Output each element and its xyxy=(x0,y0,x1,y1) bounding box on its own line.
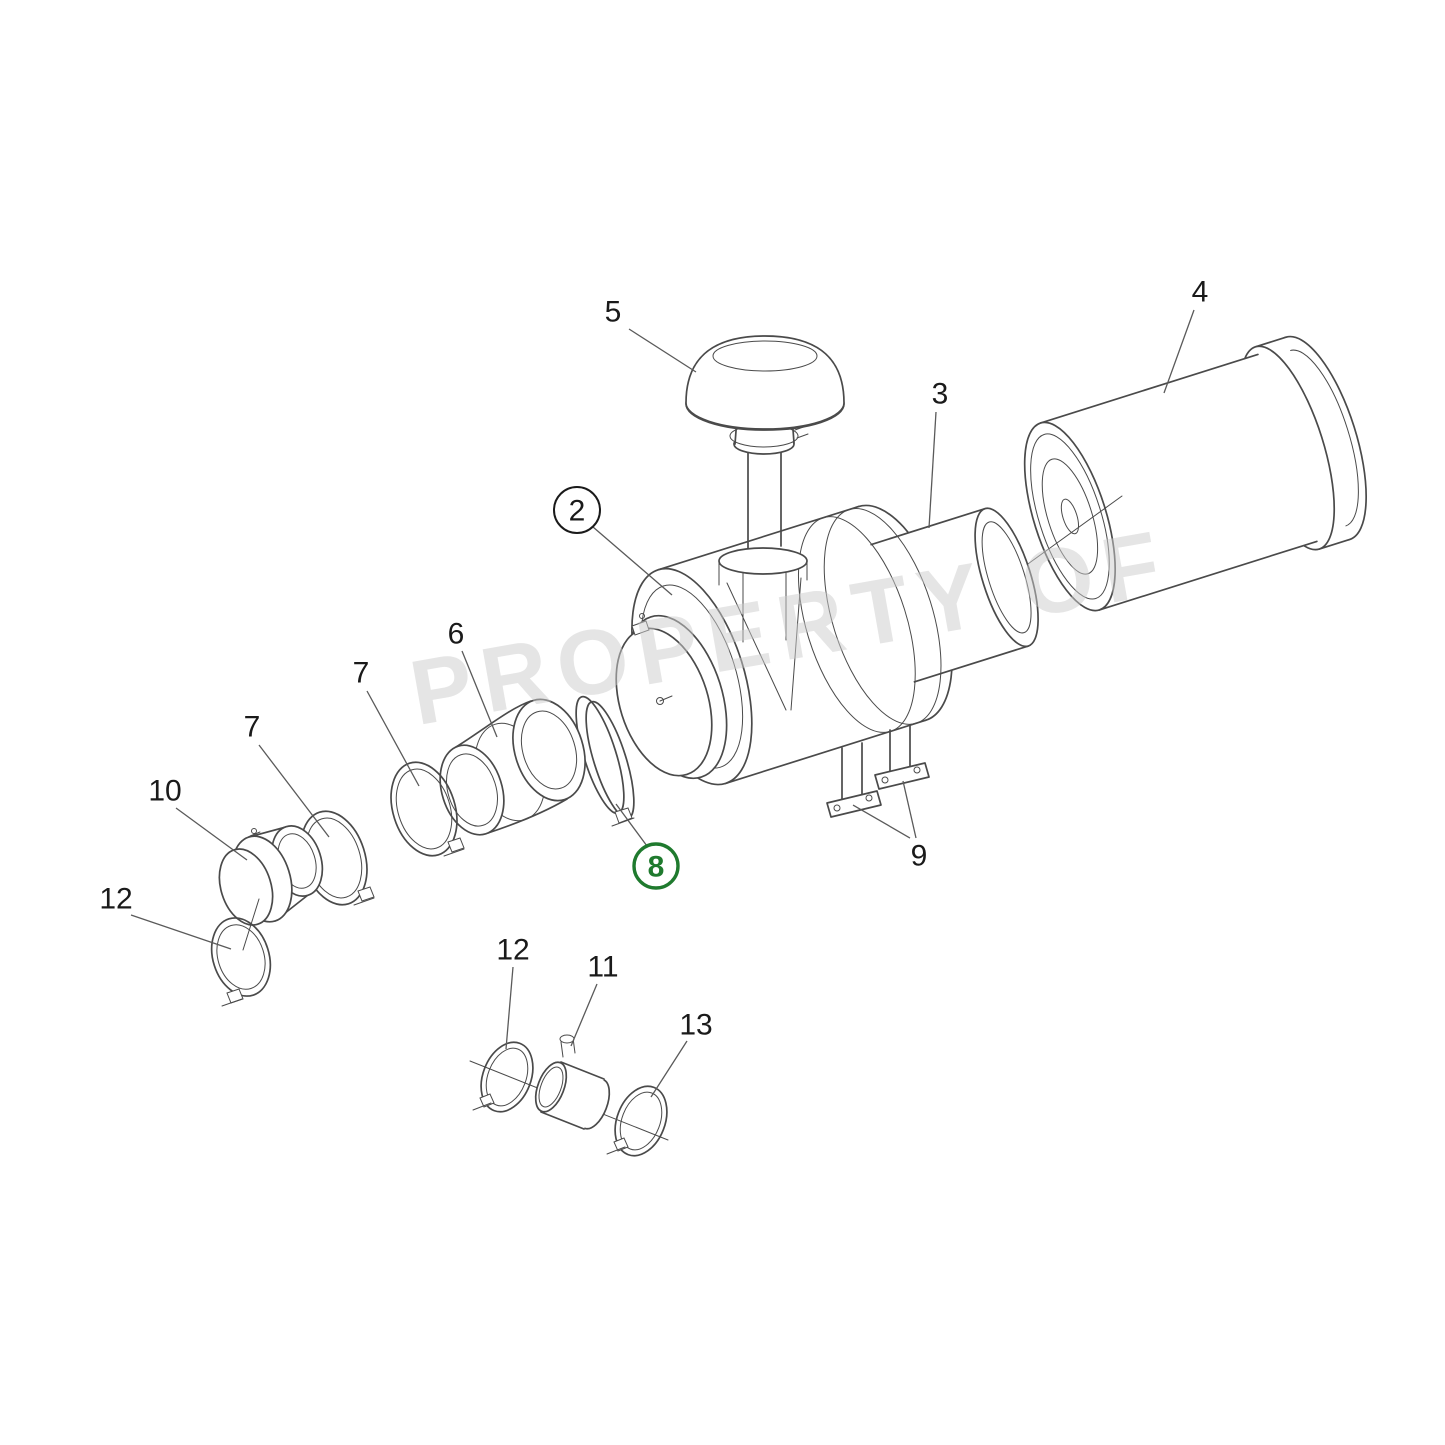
callout-2-ring xyxy=(553,486,601,534)
callout-10[interactable]: 10 xyxy=(148,775,181,808)
part-adapter-10 xyxy=(218,825,324,926)
svg-text:12: 12 xyxy=(99,883,132,916)
callout-3[interactable]: 3 xyxy=(932,378,949,411)
leader-6 xyxy=(461,650,498,738)
svg-text:12: 12 xyxy=(496,934,529,967)
part-clamp-12-left xyxy=(210,898,272,1007)
callout-12-left[interactable]: 12 xyxy=(99,883,132,916)
part-front-cover xyxy=(615,613,728,780)
svg-text:9: 9 xyxy=(911,840,928,873)
axis-line-filter xyxy=(1013,495,1123,575)
part-inlet-stack xyxy=(718,547,808,711)
svg-text:3: 3 xyxy=(932,378,949,411)
svg-text:5: 5 xyxy=(605,296,622,329)
leader-9a xyxy=(852,804,911,839)
svg-text:6: 6 xyxy=(448,618,465,651)
callout-9[interactable]: 9 xyxy=(911,840,928,873)
leader-12-left xyxy=(130,914,232,950)
part-mounting-straps xyxy=(826,724,930,818)
svg-text:7: 7 xyxy=(353,657,370,690)
leader-lines xyxy=(130,309,1195,1098)
callout-13[interactable]: 13 xyxy=(679,1009,712,1042)
leader-13 xyxy=(650,1040,688,1098)
callout-8-highlight-ring xyxy=(632,842,680,890)
svg-text:4: 4 xyxy=(1192,276,1209,309)
svg-text:7: 7 xyxy=(244,711,261,744)
part-connector-11 xyxy=(534,1034,611,1130)
callout-6[interactable]: 6 xyxy=(448,618,465,651)
leader-4 xyxy=(1163,309,1195,394)
callout-4[interactable]: 4 xyxy=(1192,276,1209,309)
callout-7b[interactable]: 7 xyxy=(244,711,261,744)
leader-9b xyxy=(902,780,917,839)
svg-text:2: 2 xyxy=(569,495,586,528)
part-clamp-7a xyxy=(390,761,465,857)
svg-text:11: 11 xyxy=(587,951,618,984)
leader-8 xyxy=(615,803,648,847)
part-elbow-hose xyxy=(439,698,586,836)
part-rain-cap xyxy=(685,335,845,549)
svg-text:10: 10 xyxy=(148,775,181,808)
part-filter-element xyxy=(1023,335,1368,612)
callout-7a[interactable]: 7 xyxy=(353,657,370,690)
svg-text:8: 8 xyxy=(648,851,665,884)
leader-2 xyxy=(592,526,673,596)
callout-11[interactable]: 11 xyxy=(587,951,618,984)
leader-5 xyxy=(628,328,697,373)
callout-5[interactable]: 5 xyxy=(605,296,622,329)
callout-2[interactable]: 2 xyxy=(553,486,601,534)
leader-7b xyxy=(258,744,330,838)
strap-band-arc xyxy=(823,508,942,725)
part-clamp-12-bottom xyxy=(472,1041,534,1113)
leader-12-bottom xyxy=(505,966,514,1050)
callout-8-highlighted[interactable]: 8 xyxy=(632,842,680,890)
cover-nub xyxy=(631,620,650,636)
part-clamp-13 xyxy=(606,1085,668,1157)
leader-11 xyxy=(570,983,598,1047)
callout-12-bottom[interactable]: 12 xyxy=(496,934,529,967)
leader-7a xyxy=(366,690,420,787)
svg-text:13: 13 xyxy=(679,1009,712,1042)
leader-3 xyxy=(928,411,937,529)
leader-10 xyxy=(175,807,248,861)
